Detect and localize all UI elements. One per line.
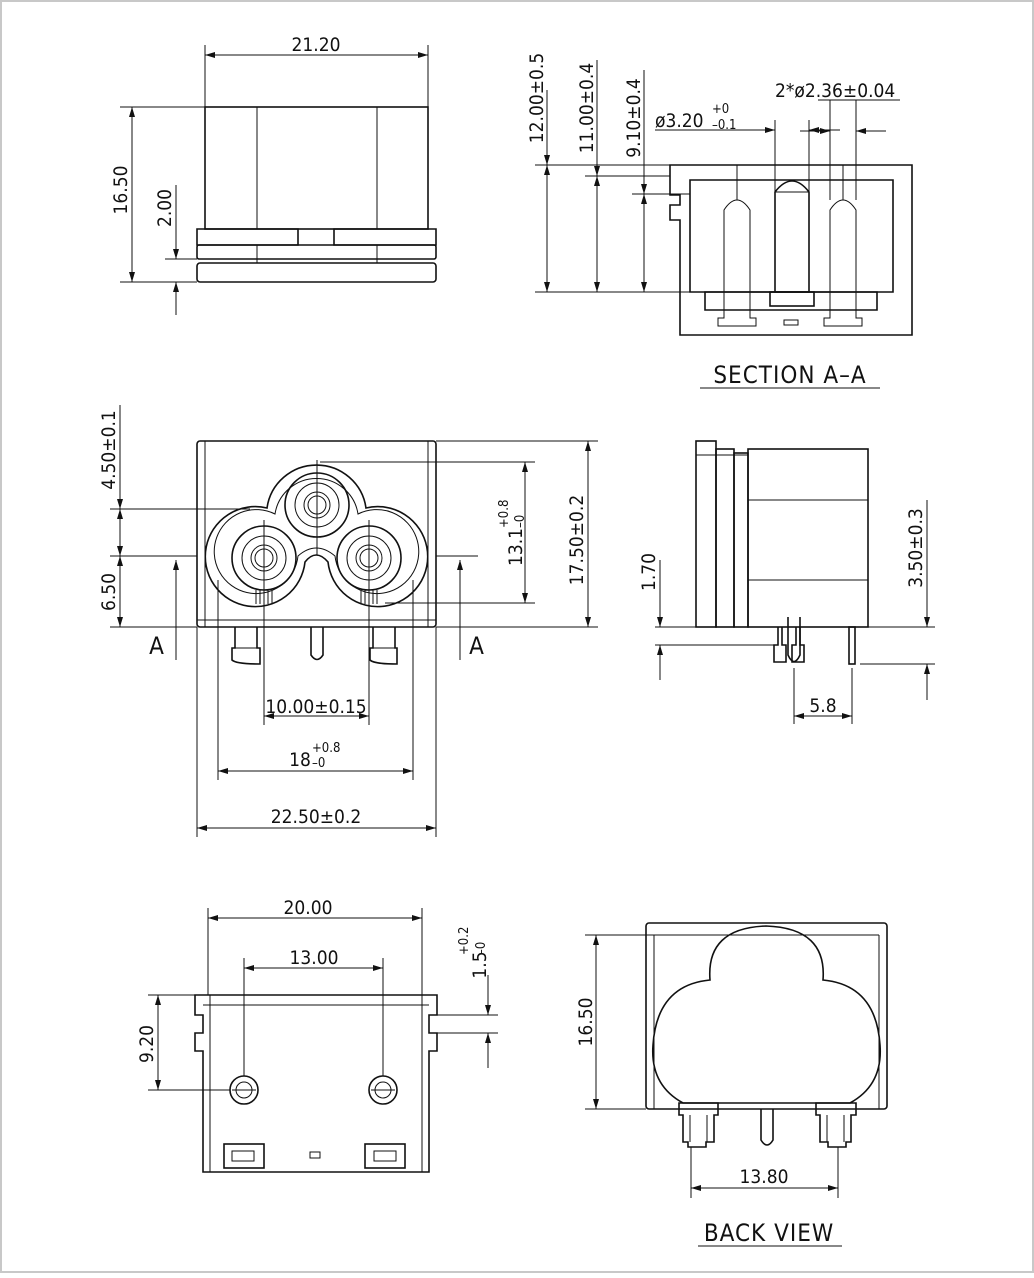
front-pin-right (369, 627, 398, 665)
back-view: 16.50 13.80 BACK VIEW (575, 922, 888, 1247)
front-inner-width-label: 18 (289, 749, 311, 771)
front-pin-left (231, 627, 261, 665)
section-mark-right: A (469, 632, 485, 660)
section-body (669, 164, 913, 336)
bottom-hole-height-label: 9.20 (136, 1025, 158, 1063)
bottom-width-label: 20.00 (284, 897, 333, 919)
front-inner-height-tol-upper: +0.8 (497, 500, 512, 528)
back-pin-left (678, 1102, 719, 1148)
front-inner-height-tol-lower: –0 (513, 515, 528, 528)
front-pin-center (310, 627, 324, 661)
back-view-body (645, 922, 888, 1110)
bottom-slot-label: 1.5 (469, 951, 491, 978)
section-bore-tol-upper: +0 (712, 102, 729, 117)
section-pin-right (823, 199, 863, 327)
side-pin-left (773, 627, 787, 663)
bottom-view-body (194, 994, 438, 1173)
side-pin-offset-label: 5.8 (809, 695, 836, 717)
back-pin-spacing-label: 13.80 (740, 1166, 789, 1188)
side-pin-right (848, 626, 856, 665)
front-bottom-offset-label: 6.50 (98, 573, 120, 611)
bottom-slot-tol-lower: –0 (474, 942, 489, 955)
front-inner-height-label: 13.1 (505, 528, 527, 566)
side-view-flange (695, 440, 717, 628)
front-view-body (196, 440, 437, 628)
top-view: 21.20 16.50 2.00 (110, 34, 437, 315)
section-mark-left: A (149, 632, 165, 660)
section-d2-label: 11.00±0.4 (576, 63, 598, 153)
top-view-body (204, 106, 429, 230)
front-outer-width-label: 22.50±0.2 (271, 806, 361, 828)
back-pin-right (815, 1102, 857, 1148)
top-height-label: 16.50 (110, 166, 132, 215)
front-top-offset-label: 4.50±0.1 (98, 410, 120, 490)
front-outer-height-label: 17.50±0.2 (566, 495, 588, 585)
front-inner-width-tol-upper: +0.8 (312, 741, 340, 756)
front-inner-width-tol-lower: –0 (312, 756, 325, 771)
bottom-hole-spacing-label: 13.00 (290, 947, 339, 969)
section-d1-label: 12.00±0.5 (526, 53, 548, 143)
front-socket-outline (204, 464, 429, 608)
back-socket-outline (651, 925, 882, 1104)
section-view: 12.00±0.5 11.00±0.4 9.10±0.4 ø3.20 +0 –0… (526, 53, 913, 389)
back-height-label: 16.50 (575, 998, 597, 1047)
side-pin-length-label: 3.50±0.3 (905, 508, 927, 588)
section-bore-label: ø3.20 (655, 110, 704, 132)
side-flange-label: 1.70 (638, 553, 660, 591)
section-caption: SECTION A–A (713, 361, 866, 389)
back-view-caption: BACK VIEW (704, 1219, 834, 1247)
back-pin-center (760, 1109, 774, 1146)
section-pin-left (717, 199, 757, 327)
top-flange-label: 2.00 (154, 189, 176, 227)
bottom-view: 20.00 13.00 9.20 1.5 +0.2 –0 (136, 897, 498, 1173)
section-pin-label: 2*ø2.36±0.04 (775, 80, 895, 102)
side-view: 1.70 3.50±0.3 5.8 (638, 440, 935, 724)
front-pin-spacing-label: 10.00±0.15 (265, 696, 366, 718)
section-bore-tol-lower: –0.1 (712, 118, 736, 133)
front-view: A A 4.50±0.1 6.50 13.1 +0.8 –0 17.50±0.2… (98, 405, 598, 837)
bottom-slot-tol-upper: +0.2 (457, 927, 472, 955)
top-width-label: 21.20 (292, 34, 341, 56)
section-d3-label: 9.10±0.4 (623, 78, 645, 158)
